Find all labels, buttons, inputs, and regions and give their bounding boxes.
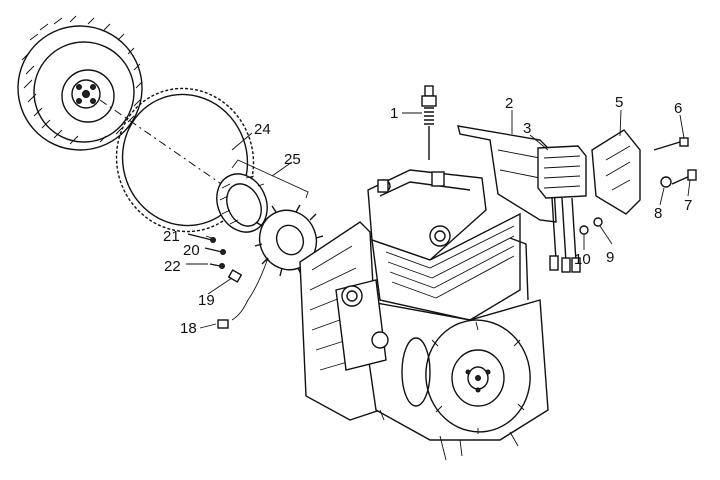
callout-18: 18 [180, 320, 197, 337]
stator-fasteners [187, 233, 243, 329]
callout-2: 2 [505, 95, 513, 112]
callout-5: 5 [615, 94, 623, 111]
callout-21: 21 [163, 228, 180, 245]
callout-25: 25 [284, 151, 301, 168]
callout-19: 19 [198, 292, 215, 309]
engine-block [299, 169, 549, 461]
callout-8: 8 [654, 205, 662, 222]
cover-plate [591, 129, 641, 215]
callout-labels: 1 2 3 5 6 7 8 9 10 18 19 20 21 22 24 25 [163, 94, 692, 337]
callout-3: 3 [523, 120, 531, 137]
screws-and-washers [579, 137, 697, 235]
rotor-magnet-ring [216, 173, 268, 233]
callout-7: 7 [684, 197, 692, 214]
callout-6: 6 [674, 100, 682, 117]
callout-22: 22 [164, 258, 181, 275]
leader-lines [186, 109, 691, 329]
injector [421, 85, 437, 160]
flywheel [17, 15, 143, 151]
mounting-bracket [457, 125, 557, 223]
ring-gear [115, 87, 255, 233]
voltage-regulator [537, 145, 587, 273]
group-25-bracket [231, 159, 309, 199]
callout-10: 10 [574, 251, 591, 268]
callout-9: 9 [606, 249, 614, 266]
callout-20: 20 [183, 242, 200, 259]
callout-1: 1 [390, 105, 398, 122]
callout-24: 24 [254, 121, 271, 138]
